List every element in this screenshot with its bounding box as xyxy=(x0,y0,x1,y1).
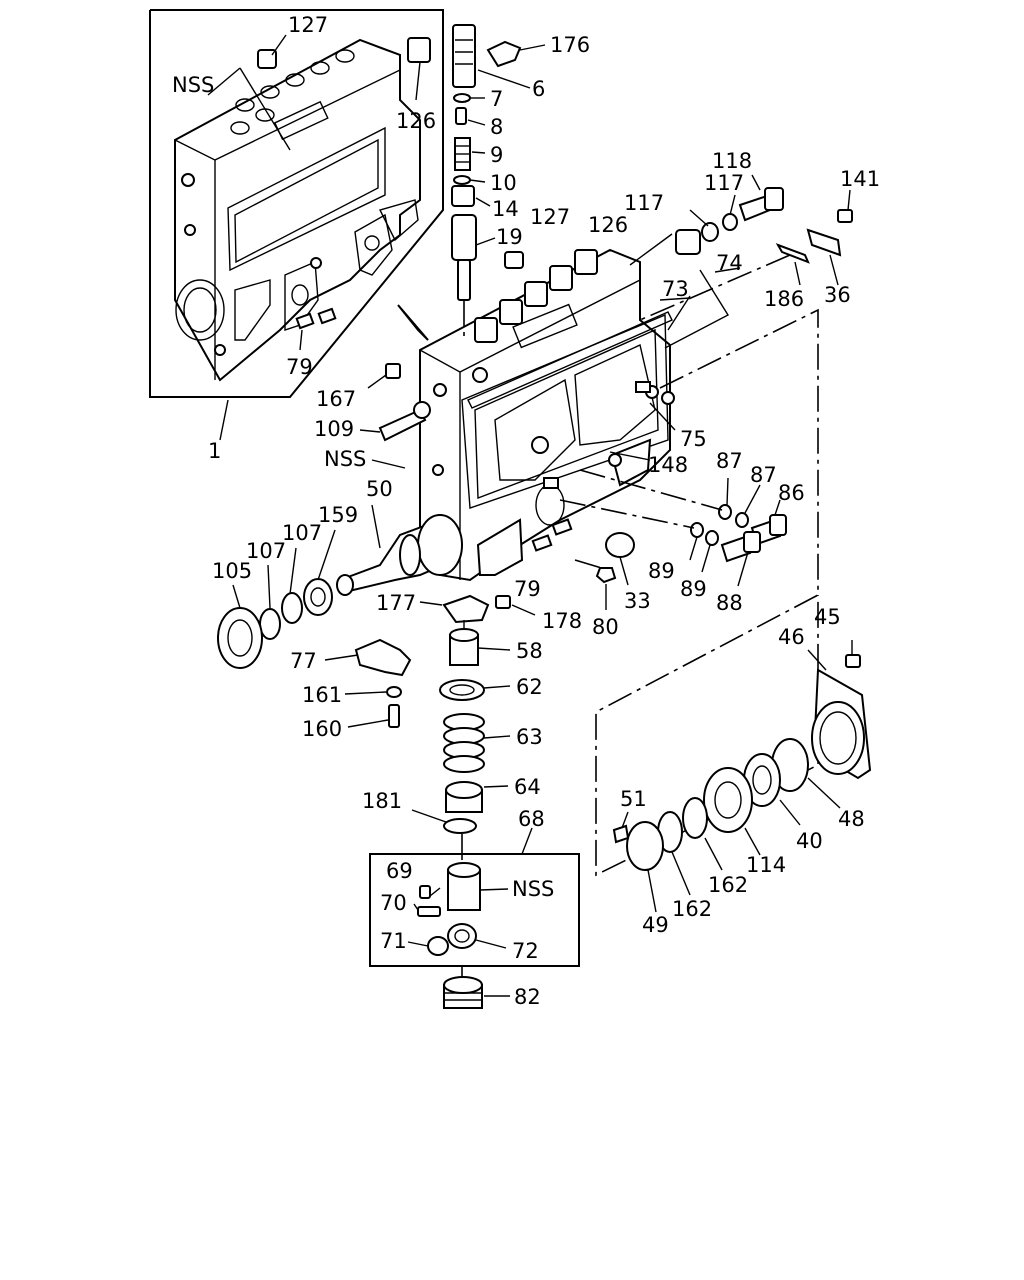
callout-6: 6 xyxy=(532,77,545,101)
callout-178: 178 xyxy=(542,609,582,633)
camshaft-assembly xyxy=(217,363,463,669)
callout-49: 49 xyxy=(642,913,669,937)
callout-8: 8 xyxy=(490,115,503,139)
callout-88: 88 xyxy=(716,591,743,615)
callout-159: 159 xyxy=(318,503,358,527)
callout-161: 161 xyxy=(302,683,342,707)
callout-186: 186 xyxy=(764,287,804,311)
callout-160: 160 xyxy=(302,717,342,741)
upper-right-fittings xyxy=(629,174,853,349)
callout-89: 89 xyxy=(680,577,707,601)
callout-126: 126 xyxy=(396,109,436,133)
callout-89: 89 xyxy=(648,559,675,583)
callout-9: 9 xyxy=(490,143,503,167)
callout-58: 58 xyxy=(516,639,543,663)
callout-87: 87 xyxy=(716,449,743,473)
callout-107: 107 xyxy=(282,521,322,545)
callout-50: 50 xyxy=(366,477,393,501)
callout-86: 86 xyxy=(778,481,805,505)
callout-79: 79 xyxy=(514,577,541,601)
inset-pointer xyxy=(397,304,429,341)
callout-176: 176 xyxy=(550,33,590,57)
callout-80: 80 xyxy=(592,615,619,639)
callout-177: 177 xyxy=(376,591,416,615)
callout-nss: NSS xyxy=(172,73,214,97)
callout-127: 127 xyxy=(288,13,328,37)
callout-148: 148 xyxy=(648,453,688,477)
callout-72: 72 xyxy=(512,939,539,963)
callout-74: 74 xyxy=(716,251,743,275)
callout-68: 68 xyxy=(518,807,545,831)
callout-69: 69 xyxy=(386,859,413,883)
callout-79: 79 xyxy=(286,355,313,379)
callout-labels: 127 NSS 126 79 1 176 6 7 8 9 10 14 19 12… xyxy=(172,13,880,1009)
callout-71: 71 xyxy=(380,929,407,953)
side-bolts-washers xyxy=(559,402,787,610)
callout-117: 117 xyxy=(624,191,664,215)
callout-82: 82 xyxy=(514,985,541,1009)
callout-87: 87 xyxy=(750,463,777,487)
callout-77: 77 xyxy=(290,649,317,673)
callout-162: 162 xyxy=(672,897,712,921)
callout-105: 105 xyxy=(212,559,252,583)
callout-127: 127 xyxy=(530,205,570,229)
callout-70: 70 xyxy=(380,891,407,915)
tappet-stack xyxy=(324,594,536,860)
callout-7: 7 xyxy=(490,87,503,111)
main-pump-housing xyxy=(419,248,675,582)
callout-75: 75 xyxy=(680,427,707,451)
callout-109: 109 xyxy=(314,417,354,441)
callout-181: 181 xyxy=(362,789,402,813)
callout-33: 33 xyxy=(624,589,651,613)
gear-end-parts xyxy=(612,640,872,913)
gear-end-bracket xyxy=(595,308,819,877)
callout-48: 48 xyxy=(838,807,865,831)
callout-167: 167 xyxy=(316,387,356,411)
callout-nss: NSS xyxy=(324,447,366,471)
callout-36: 36 xyxy=(824,283,851,307)
callout-14: 14 xyxy=(492,197,519,221)
callout-nss: NSS xyxy=(512,877,554,901)
callout-73: 73 xyxy=(662,277,689,301)
callout-162: 162 xyxy=(708,873,748,897)
callout-46: 46 xyxy=(778,625,805,649)
callout-40: 40 xyxy=(796,829,823,853)
callout-114: 114 xyxy=(746,853,786,877)
inset-housing-view xyxy=(149,9,444,441)
callout-126: 126 xyxy=(588,213,628,237)
roller-tappet-inset xyxy=(369,827,580,1009)
callout-62: 62 xyxy=(516,675,543,699)
callout-141: 141 xyxy=(840,167,880,191)
callout-118: 118 xyxy=(712,149,752,173)
callout-19: 19 xyxy=(496,225,523,249)
callout-1: 1 xyxy=(208,439,221,463)
callout-51: 51 xyxy=(620,787,647,811)
callout-10: 10 xyxy=(490,171,517,195)
callout-45: 45 xyxy=(814,605,841,629)
callout-64: 64 xyxy=(514,775,541,799)
callout-63: 63 xyxy=(516,725,543,749)
callout-107: 107 xyxy=(246,539,286,563)
delivery-valve-stack xyxy=(451,24,546,340)
callout-117: 117 xyxy=(704,171,744,195)
